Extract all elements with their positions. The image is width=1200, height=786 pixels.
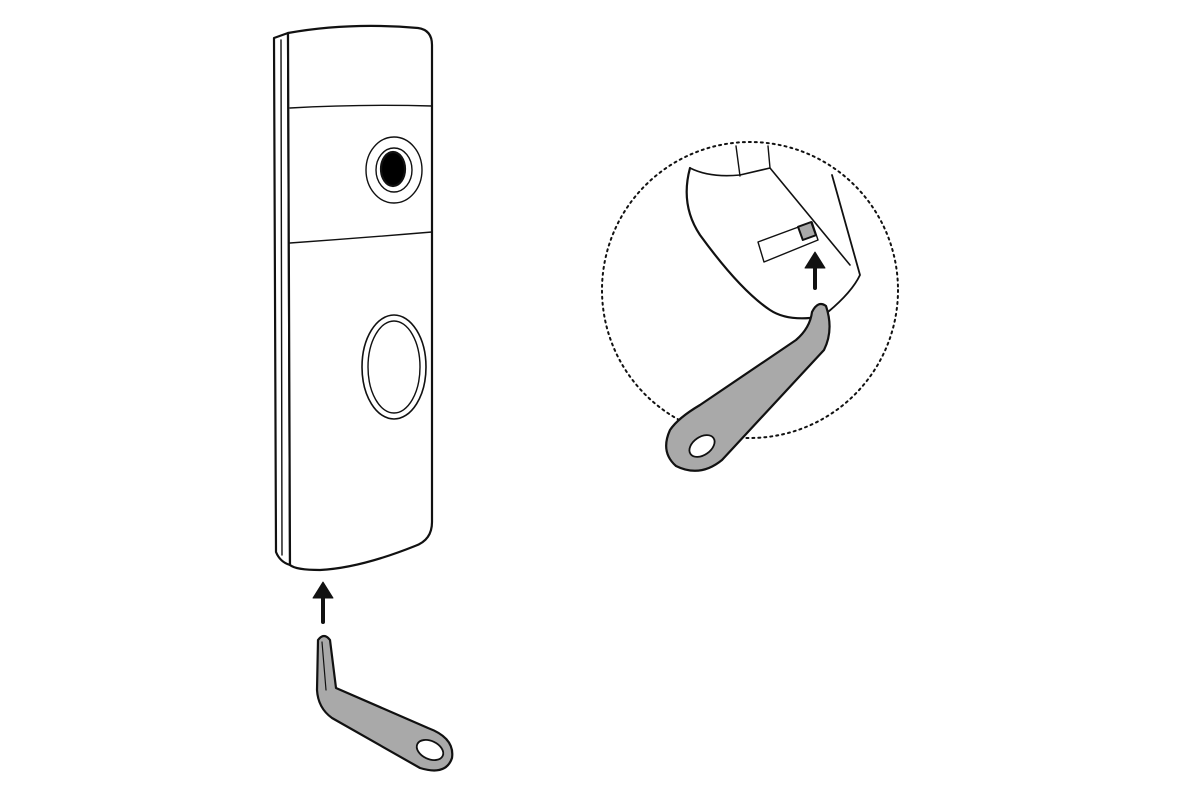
arrow-up-icon <box>804 251 826 290</box>
camera-lens <box>379 150 407 188</box>
detail-inset <box>601 141 899 472</box>
device-edge-top <box>689 167 851 266</box>
top-section-line <box>289 104 433 109</box>
slot <box>757 221 819 263</box>
tool-hole <box>688 434 716 458</box>
release-tool-icon <box>315 634 454 772</box>
tool-hole <box>415 739 445 761</box>
latch <box>797 221 817 241</box>
camera-mid-ring <box>375 147 413 193</box>
dotted-circle <box>601 141 899 439</box>
button-outer-ring <box>361 314 427 420</box>
doorbell <box>272 24 434 572</box>
device-corner <box>685 166 812 320</box>
release-tool-icon <box>665 302 831 472</box>
arrow-up-icon <box>312 581 334 624</box>
doorbell-side-line <box>280 39 283 556</box>
button-inner-ring <box>367 320 421 414</box>
camera-section-line <box>289 231 433 244</box>
camera-outer-ring <box>365 136 423 204</box>
